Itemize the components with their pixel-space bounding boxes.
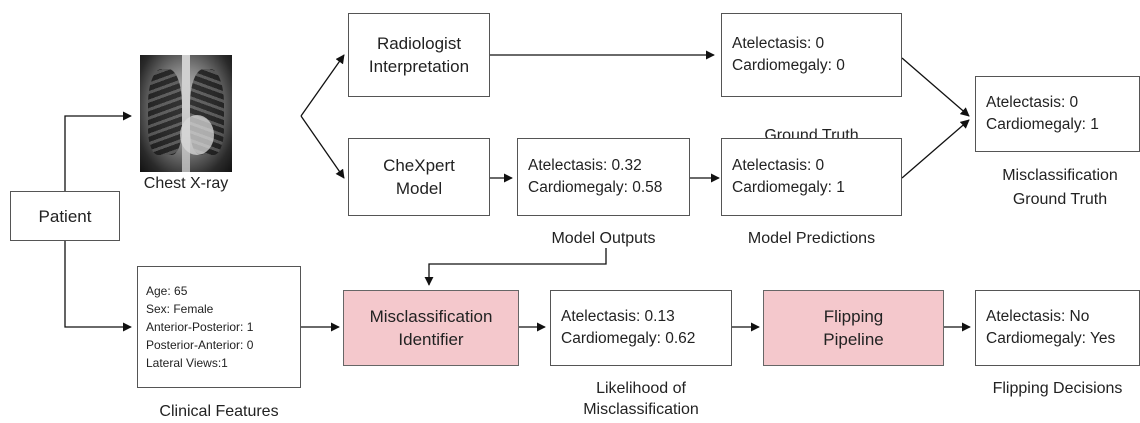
flipping-decisions-box: Atelectasis: No Cardiomegaly: Yes — [975, 290, 1140, 366]
misclass-gt-caption-line2: Ground Truth — [1012, 191, 1108, 208]
misclass-gt-atelectasis: Atelectasis: 0 — [986, 94, 1079, 111]
arrow-predictions-to-misclass-gt — [901, 119, 970, 179]
chexpert-node: CheXpert Model — [348, 138, 490, 216]
output-atelectasis: Atelectasis: 0.32 — [528, 157, 642, 174]
identifier-line1: Misclassification — [369, 307, 493, 326]
likelihood-atelectasis: Atelectasis: 0.13 — [561, 308, 675, 325]
likelihood-caption: Likelihood of Misclassification — [550, 378, 732, 420]
likelihood-caption-line2: Misclassification — [583, 401, 699, 418]
decision-atelectasis: Atelectasis: No — [986, 308, 1090, 325]
arrow-outputs-to-identifier — [424, 248, 607, 286]
patient-node: Patient — [10, 191, 120, 241]
chest-xray-image — [140, 55, 232, 172]
chexpert-line2: Model — [395, 179, 443, 198]
radiologist-labels-box: Atelectasis: 0 Cardiomegaly: 0 — [721, 13, 902, 97]
arrow-patient-to-clinical — [64, 241, 132, 332]
misclass-gt-cardiomegaly: Cardiomegaly: 1 — [986, 116, 1099, 133]
flipping-pipeline-node: Flipping Pipeline — [763, 290, 944, 366]
clinical-features-box: Age: 65 Sex: Female Anterior-Posterior: … — [137, 266, 301, 388]
misclassification-identifier-node: Misclassification Identifier — [343, 290, 519, 366]
clinical-ap: Anterior-Posterior: 1 — [146, 320, 254, 334]
model-predictions-box: Atelectasis: 0 Cardiomegaly: 1 — [721, 138, 902, 216]
clinical-features-caption: Clinical Features — [159, 403, 279, 420]
clinical-sex: Sex: Female — [146, 302, 214, 316]
arrow-labels-to-misclass-gt — [901, 57, 970, 117]
chexpert-line1: CheXpert — [383, 156, 455, 175]
flipping-line2: Pipeline — [823, 330, 884, 349]
gt-cardiomegaly: Cardiomegaly: 0 — [732, 57, 845, 74]
decision-cardiomegaly: Cardiomegaly: Yes — [986, 330, 1116, 347]
identifier-line2: Identifier — [398, 330, 464, 349]
flipping-decisions-caption: Flipping Decisions — [992, 380, 1123, 397]
arrow-xray-to-chexpert — [300, 115, 345, 179]
likelihood-box: Atelectasis: 0.13 Cardiomegaly: 0.62 — [550, 290, 732, 366]
output-cardiomegaly: Cardiomegaly: 0.58 — [528, 179, 663, 196]
prediction-atelectasis: Atelectasis: 0 — [732, 157, 825, 174]
model-outputs-caption: Model Outputs — [551, 230, 656, 247]
chest-xray-caption: Chest X-ray — [143, 175, 229, 192]
patient-label: Patient — [38, 206, 92, 226]
prediction-cardiomegaly: Cardiomegaly: 1 — [732, 179, 845, 196]
clinical-pa: Posterior-Anterior: 0 — [146, 338, 254, 352]
misclass-gt-caption-line1: Misclassification — [1002, 167, 1118, 184]
misclass-gt-caption: Misclassification Ground Truth — [980, 165, 1140, 210]
clinical-lateral: Lateral Views:1 — [146, 356, 228, 370]
likelihood-cardiomegaly: Cardiomegaly: 0.62 — [561, 330, 696, 347]
flipping-line1: Flipping — [823, 307, 884, 326]
radiologist-node: Radiologist Interpretation — [348, 13, 490, 97]
radiologist-line2: Interpretation — [368, 57, 470, 76]
model-predictions-caption: Model Predictions — [747, 230, 876, 247]
misclass-gt-box: Atelectasis: 0 Cardiomegaly: 1 — [975, 76, 1140, 152]
arrow-patient-to-xray — [64, 111, 132, 191]
clinical-age: Age: 65 — [146, 284, 188, 298]
gt-atelectasis: Atelectasis: 0 — [732, 35, 825, 52]
likelihood-caption-line1: Likelihood of — [596, 380, 686, 397]
model-outputs-box: Atelectasis: 0.32 Cardiomegaly: 0.58 — [517, 138, 690, 216]
arrow-xray-to-radiologist — [300, 54, 345, 117]
radiologist-line1: Radiologist — [376, 34, 462, 53]
